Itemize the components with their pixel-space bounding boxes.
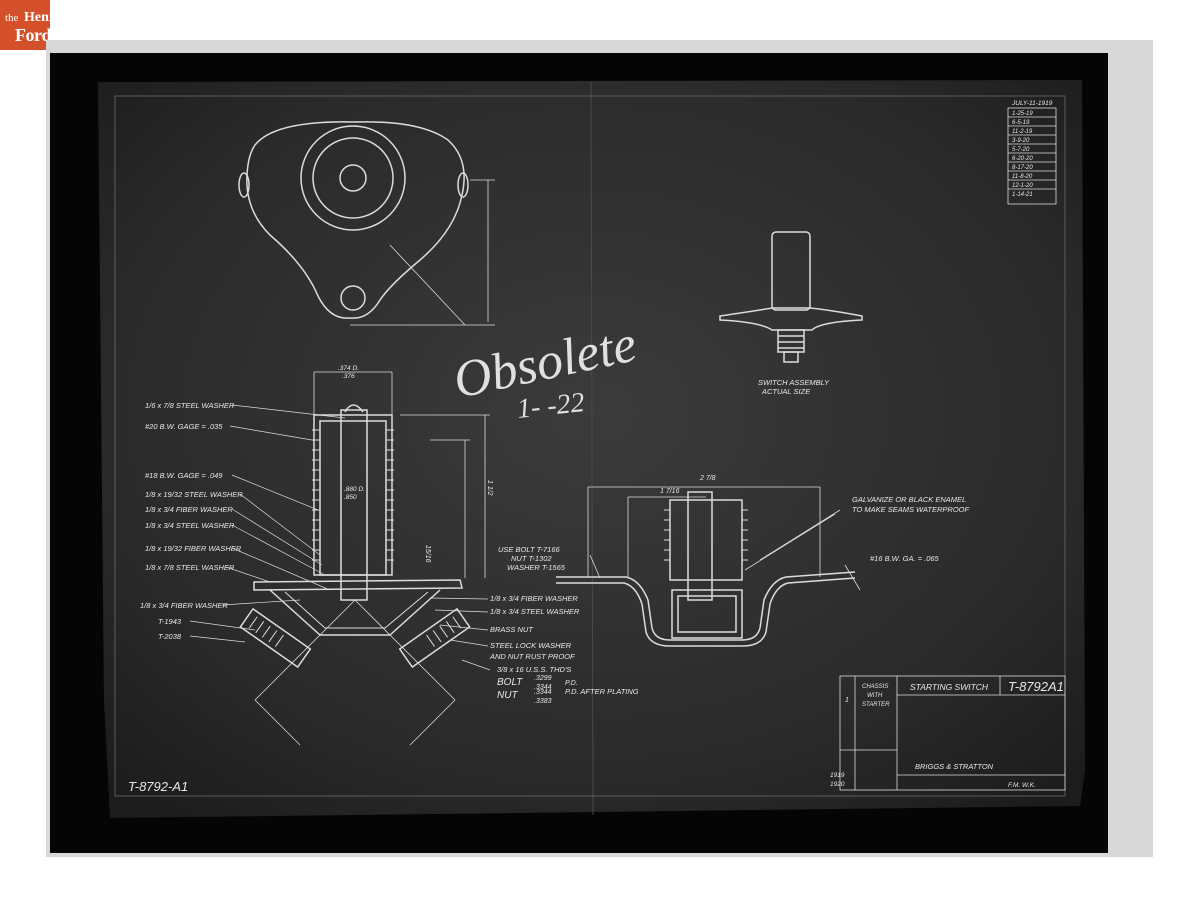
svg-text:AND NUT RUST PROOF: AND NUT RUST PROOF [489, 652, 575, 661]
svg-text:15/16: 15/16 [424, 545, 431, 563]
svg-text:#18 B.W. GAGE = .049: #18 B.W. GAGE = .049 [145, 471, 223, 480]
svg-text:11-8-20: 11-8-20 [1012, 174, 1033, 180]
left-dimensions: .374 D. .376 .880 D. .850 1 1/2 15/16 [338, 365, 493, 563]
svg-text:BRASS NUT: BRASS NUT [490, 625, 534, 634]
svg-text:.374 D.: .374 D. [338, 365, 359, 372]
middle-leader-lines [429, 597, 491, 671]
svg-text:T-2038: T-2038 [158, 632, 182, 641]
svg-text:3-9-20: 3-9-20 [1012, 138, 1030, 144]
svg-text:BOLT: BOLT [497, 677, 523, 688]
svg-text:NUT: NUT [497, 690, 518, 701]
middle-callouts: 1/8 x 3/4 FIBER WASHER 1/8 x 3/4 STEEL W… [489, 594, 639, 705]
svg-text:1: 1 [845, 697, 849, 704]
svg-text:1/8 x 3/4 STEEL WASHER: 1/8 x 3/4 STEEL WASHER [490, 607, 580, 616]
top-view [238, 121, 495, 326]
date-header: JULY-11-1919 [1011, 100, 1053, 107]
svg-text:.376: .376 [342, 373, 355, 380]
revision-list: 1-25-19 6-5-19 11-2-19 3-9-20 5-7-20 6-2… [1012, 111, 1033, 198]
svg-text:#20 B.W. GAGE = .035: #20 B.W. GAGE = .035 [145, 422, 223, 431]
svg-text:12-1-20: 12-1-20 [1012, 183, 1033, 189]
svg-text:1 7/16: 1 7/16 [660, 488, 680, 495]
logo-henry: Henry [24, 10, 63, 25]
svg-text:1920: 1920 [830, 781, 845, 788]
switch-assembly-label: SWITCH ASSEMBLY [758, 378, 830, 387]
svg-text:1-25-19: 1-25-19 [1012, 111, 1033, 117]
svg-text:.3344: .3344 [534, 689, 552, 696]
obsolete-date: 1- -22 [515, 387, 586, 425]
svg-text:STARTER: STARTER [862, 702, 890, 708]
svg-text:.850: .850 [344, 494, 357, 501]
title-block-text: 1 CHASSIS WITH STARTER STARTING SWITCH T… [830, 679, 1064, 789]
svg-text:T-1943: T-1943 [158, 617, 182, 626]
svg-text:1/8 x 3/4 STEEL WASHER: 1/8 x 3/4 STEEL WASHER [145, 521, 235, 530]
logo-ford: Ford [15, 25, 52, 45]
switch-assembly-sub: ACTUAL SIZE [761, 387, 811, 396]
svg-text:1/8 x 3/4 FIBER WASHER: 1/8 x 3/4 FIBER WASHER [490, 594, 578, 603]
svg-text:T-8792A1: T-8792A1 [1008, 679, 1064, 694]
svg-text:WITH: WITH [867, 693, 883, 699]
sheet-border [114, 95, 1066, 797]
svg-text:1/8 x 7/8 STEEL WASHER: 1/8 x 7/8 STEEL WASHER [145, 563, 235, 572]
svg-text:BRIGGS & STRATTON: BRIGGS & STRATTON [915, 762, 994, 771]
svg-text:F.M. W.K.: F.M. W.K. [1008, 782, 1036, 789]
logo-the: the [5, 12, 19, 24]
svg-text:6-5-19: 6-5-19 [1012, 120, 1030, 126]
svg-text:6-20-20: 6-20-20 [1012, 156, 1033, 162]
svg-text:WASHER T-1565: WASHER T-1565 [507, 563, 566, 572]
svg-text:NUT T-1302: NUT T-1302 [511, 554, 552, 563]
svg-text:.3383: .3383 [534, 698, 552, 705]
svg-text:.880 D.: .880 D. [344, 486, 365, 493]
svg-text:P.D.: P.D. [565, 680, 578, 687]
left-callouts: 1/6 x 7/8 STEEL WASHER #20 B.W. GAGE = .… [140, 401, 243, 641]
svg-text:1/8 x 19/32 FIBER WASHER: 1/8 x 19/32 FIBER WASHER [145, 544, 242, 553]
svg-text:1 1/2: 1 1/2 [486, 480, 493, 496]
blueprint-sheet [98, 80, 1085, 818]
henry-ford-logo[interactable]: the Henry Ford [0, 0, 62, 50]
svg-text:GALVANIZE OR BLACK ENAMEL: GALVANIZE OR BLACK ENAMEL [852, 495, 966, 504]
switch-assembly-view [719, 231, 863, 363]
svg-text:P.D. AFTER PLATING: P.D. AFTER PLATING [565, 687, 639, 696]
svg-text:USE BOLT T-7166: USE BOLT T-7166 [498, 545, 561, 554]
svg-text:STEEL LOCK WASHER: STEEL LOCK WASHER [490, 641, 572, 650]
svg-text:#16 B.W. GA. = .065: #16 B.W. GA. = .065 [870, 554, 940, 563]
svg-text:1/8 x 3/4 FIBER WASHER: 1/8 x 3/4 FIBER WASHER [140, 601, 228, 610]
svg-text:11-2-19: 11-2-19 [1012, 129, 1033, 135]
svg-text:8-17-20: 8-17-20 [1012, 165, 1033, 171]
section-view-right [556, 486, 861, 647]
svg-text:CHASSIS: CHASSIS [862, 684, 888, 690]
left-leader-lines [189, 404, 346, 643]
section-view-left [239, 371, 490, 746]
title-block [839, 675, 1066, 791]
corner-drawing-number: T-8792-A1 [128, 779, 188, 794]
sheet-fold [590, 81, 594, 816]
svg-text:.3344: .3344 [534, 684, 552, 691]
revision-table [1007, 107, 1057, 205]
svg-text:1/8 x 19/32 STEEL WASHER: 1/8 x 19/32 STEEL WASHER [145, 490, 243, 499]
svg-text:1919: 1919 [830, 772, 845, 779]
svg-text:1-14-21: 1-14-21 [1012, 192, 1033, 198]
svg-text:5-7-20: 5-7-20 [1012, 147, 1030, 153]
right-view-callouts: 2 7/8 1 7/16 GALVANIZE OR BLACK ENAMEL T… [498, 475, 970, 572]
svg-text:2 7/8: 2 7/8 [699, 475, 716, 482]
svg-text:.3299: .3299 [534, 675, 552, 682]
svg-text:TO MAKE SEAMS WATERPROOF: TO MAKE SEAMS WATERPROOF [852, 505, 970, 514]
svg-text:STARTING SWITCH: STARTING SWITCH [910, 682, 989, 692]
svg-text:3/8 x 16 U.S.S. THD'S: 3/8 x 16 U.S.S. THD'S [497, 665, 571, 674]
svg-text:1/8 x 3/4 FIBER WASHER: 1/8 x 3/4 FIBER WASHER [145, 505, 233, 514]
svg-text:1/6 x 7/8 STEEL WASHER: 1/6 x 7/8 STEEL WASHER [145, 401, 235, 410]
